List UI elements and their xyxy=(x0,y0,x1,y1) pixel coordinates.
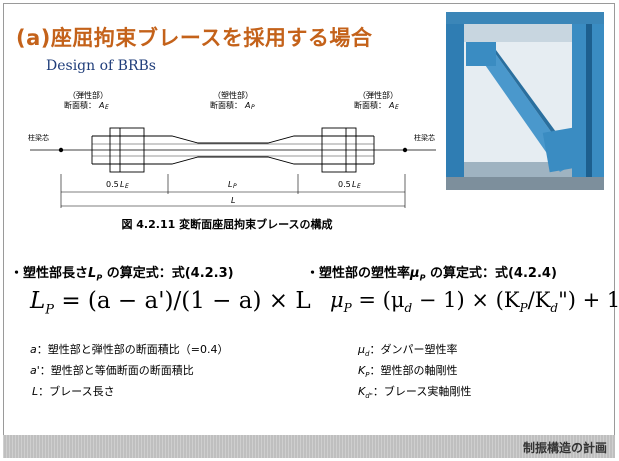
label-mid-part: （塑性部） xyxy=(213,90,253,100)
label-left-part: （弾性部） xyxy=(68,90,108,100)
slide-title: (a)座屈拘束ブレースを採用する場合 xyxy=(16,26,373,50)
dim-left-coef: 0.5 xyxy=(106,180,119,189)
right-formula: μP = (μd − 1) × (KP/Kd") + 1 xyxy=(330,288,619,316)
dim-mid-sub: P xyxy=(233,183,237,190)
left-def-1: a：塑性部と弾性部の断面積比（=0.4） xyxy=(30,343,229,356)
brace-body xyxy=(91,127,375,173)
right-node-dot xyxy=(402,147,408,153)
right-def-3: Kd"：ブレース実軸剛性 xyxy=(358,385,472,401)
figure-caption: 図 4.2.11 変断面座屈拘束ブレースの構成 xyxy=(121,218,333,231)
footer-bar: 制振構造の計画 xyxy=(3,435,615,458)
label-mid-area: 断面積： xyxy=(210,100,242,110)
dim-total-sym: L xyxy=(231,196,235,205)
label-mid-area-sub: P xyxy=(251,104,255,111)
slide-subtitle: Design of BRBs xyxy=(46,58,156,74)
label-left-area: 断面積： xyxy=(64,100,96,110)
dim-mid-sym: L xyxy=(228,180,232,189)
label-left-area-sub: E xyxy=(105,104,109,111)
left-node-label: 柱梁芯 xyxy=(28,133,49,142)
label-right-part: （弾性部） xyxy=(358,90,398,100)
brace-configuration-diagram: （弾性部） 断面積： A E （塑性部） 断面積： A P （弾性部） 断面積：… xyxy=(22,88,444,214)
label-right-area-sym: A xyxy=(388,101,394,110)
left-def-3: L：ブレース長さ xyxy=(32,385,115,398)
dim-left-sub: E xyxy=(125,183,129,190)
dim-right-sym: L xyxy=(352,180,356,189)
brace-photo xyxy=(446,12,604,190)
left-formula: LP = (a − a')/(1 − a) × L xyxy=(30,288,311,318)
label-right-area: 断面積： xyxy=(354,100,386,110)
right-node-label: 柱梁芯 xyxy=(414,133,435,142)
dim-right-sub: E xyxy=(357,183,361,190)
brace-photo-illustration xyxy=(446,12,604,190)
left-heading: ・塑性部長さLP の算定式：式(4.2.3) xyxy=(10,266,234,283)
label-mid-area-sym: A xyxy=(244,101,250,110)
right-heading: ・塑性部の塑性率μP の算定式：式(4.2.4) xyxy=(306,266,557,283)
dim-right-coef: 0.5 xyxy=(338,180,351,189)
dim-left-sym: L xyxy=(120,180,124,189)
label-right-area-sub: E xyxy=(395,104,399,111)
label-left-area-sym: A xyxy=(98,101,104,110)
left-def-2: a'：塑性部と等価断面の断面積比 xyxy=(30,364,194,377)
footer-title: 制振構造の計画 xyxy=(522,441,607,455)
right-def-1: μd：ダンパー塑性率 xyxy=(358,343,458,359)
left-node-dot xyxy=(58,147,64,153)
right-def-2: KP：塑性部の軸剛性 xyxy=(358,364,458,380)
